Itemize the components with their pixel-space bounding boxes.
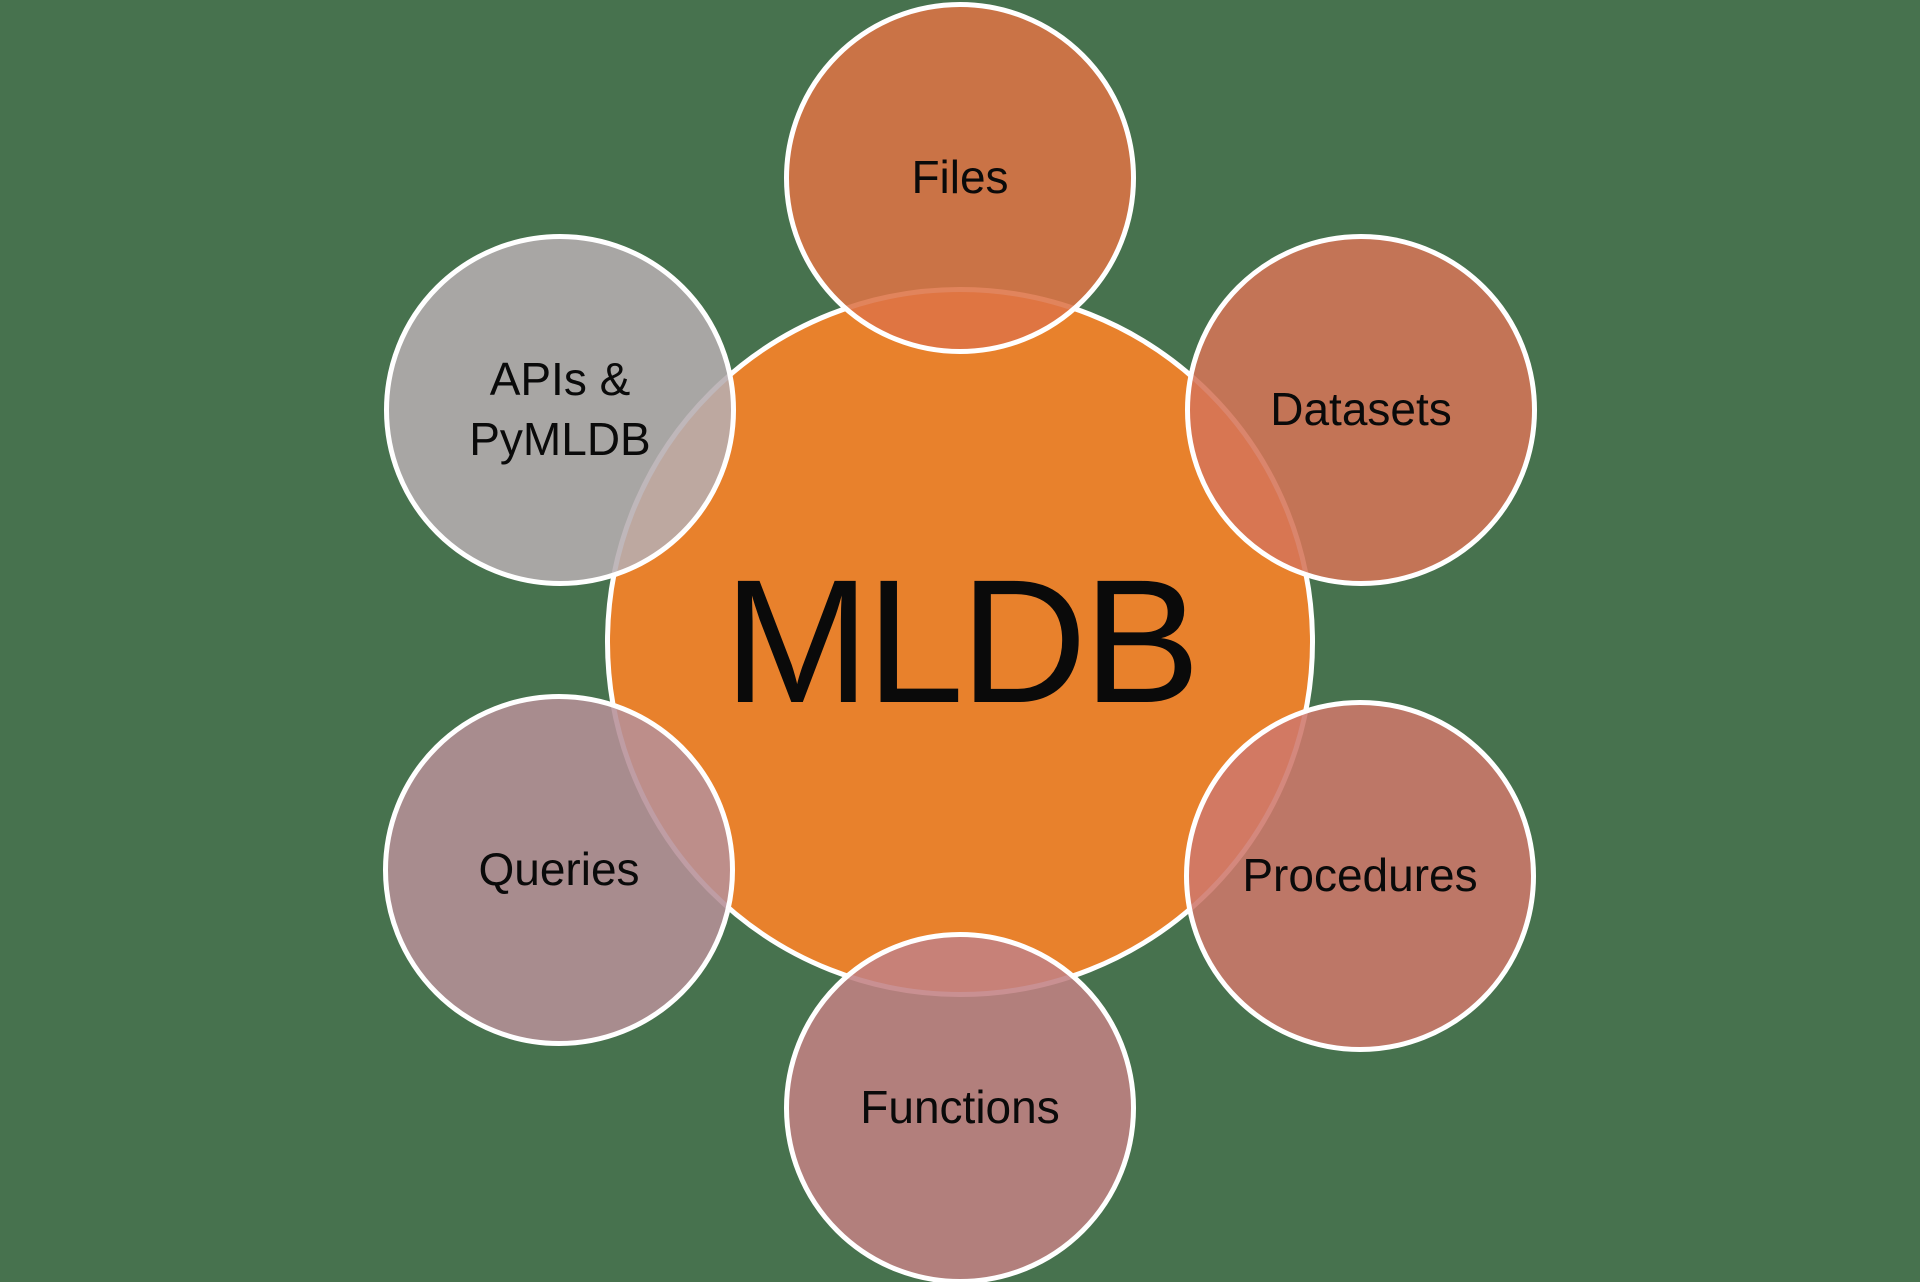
satellite-node-label: Queries — [478, 843, 640, 896]
satellite-node-label: Datasets — [1270, 383, 1452, 436]
satellite-node-label: Files — [911, 151, 1009, 204]
satellite-node-label: APIs & PyMLDB — [469, 353, 651, 465]
satellite-node-label: Procedures — [1242, 849, 1478, 902]
diagram-node-queries: Queries — [383, 694, 735, 1046]
center-node-label: MLDB — [723, 544, 1201, 740]
diagram-node-datasets: Datasets — [1185, 234, 1537, 586]
satellite-node-label: Functions — [860, 1081, 1060, 1134]
diagram-node-files: Files — [784, 2, 1136, 354]
diagram-node-procedures: Procedures — [1184, 700, 1536, 1052]
diagram-node-functions: Functions — [784, 932, 1136, 1282]
diagram-node-apis-pymldb: APIs & PyMLDB — [384, 234, 736, 586]
